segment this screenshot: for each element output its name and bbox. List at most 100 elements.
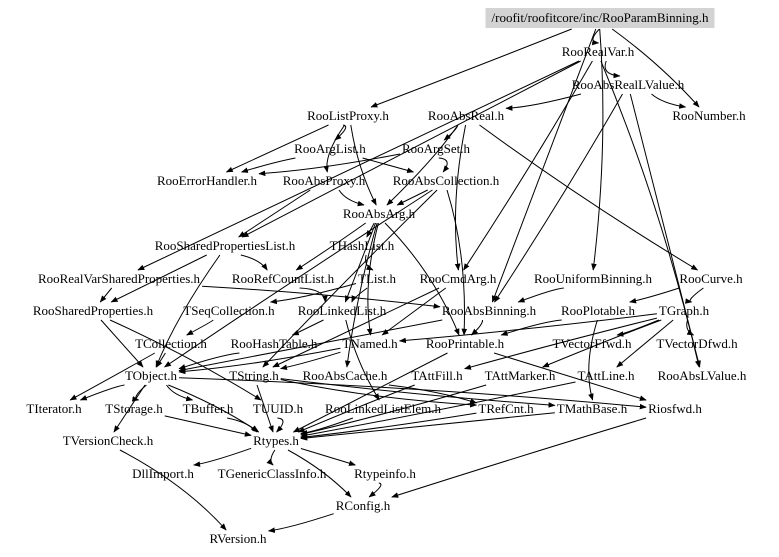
edge-TAttFill-to-Rtypes [297,384,415,433]
node-RooAbsLValue[interactable]: RooAbsLValue.h [657,368,747,383]
edge-RooLinkedListElem-to-Rtypes [300,417,354,436]
node-TString[interactable]: TString.h [229,368,279,383]
node-RooCmdArg[interactable]: RooCmdArg.h [419,271,497,286]
node-DllImport[interactable]: DllImport.h [132,466,194,481]
edge-TObject-to-TStorage [131,384,147,402]
edge-THashList-to-TList [365,254,374,271]
edge-Rtypes-to-Rtypeinfo [300,448,356,466]
node-TGraph[interactable]: TGraph.h [658,303,710,318]
node-Riosfwd[interactable]: Riosfwd.h [648,401,702,416]
edge-RooSharedPropertiesList-to-RooRefCountList [240,254,268,271]
node-TObject[interactable]: TObject.h [124,368,178,383]
edge-RooPlotable-to-TMathBase [588,319,598,401]
edge-TStorage-to-Rtypes [164,415,252,437]
edge-TGraph-to-TNamed [398,313,657,344]
edge-RooUniformBinning-to-RooAbsBinning [517,287,564,303]
edge-RooArgSet-to-RooErrorHandler [258,153,401,177]
node-TAttLine[interactable]: TAttLine.h [577,368,635,383]
edge-RooLinkedList-to-RooHashTable [291,319,324,336]
edge-RooRealVarSharedProperties-to-RooAbsBinning [202,285,441,309]
node-RooCurve[interactable]: RooCurve.h [679,271,743,286]
node-TList[interactable]: TList.h [358,271,396,286]
node-RooAbsArg[interactable]: RooAbsArg.h [342,206,416,221]
node-RooRealVar[interactable]: RooRealVar.h [561,44,635,59]
node-RooRefCountList[interactable]: RooRefCountList.h [231,271,335,286]
node-TAttMarker[interactable]: TAttMarker.h [484,368,556,383]
node-RooRealVarSharedProperties[interactable]: RooRealVarSharedProperties.h [37,271,201,286]
node-RConfig[interactable]: RConfig.h [335,498,391,513]
node-RooListProxy[interactable]: RooListProxy.h [307,108,389,123]
node-RooSharedPropertiesList[interactable]: RooSharedPropertiesList.h [154,238,296,253]
node-TCollection[interactable]: TCollection.h [135,336,207,351]
edge-RooCurve-to-TGraph [684,287,704,304]
edge-RooArgSet-to-RooAbsCollection [438,157,450,173]
edge-Rtypeinfo-to-RConfig [368,482,382,498]
node-RooHashTable[interactable]: RooHashTable.h [230,336,318,351]
edge-TString-to-TMathBase [280,378,556,408]
edge-RooRealVar-to-RooRealVarSharedProperties [137,60,580,271]
edge-RooAbsArg-to-RooAbsCache [344,222,378,368]
node-RooArgSet[interactable]: RooArgSet.h [401,141,471,156]
edge-RooAbsCache-to-TRefCnt [388,384,478,404]
edge-Rtypes-to-DllImport [193,447,252,467]
node-TAttFill[interactable]: TAttFill.h [411,368,463,383]
edge-RooAbsRealLValue-to-RooAbsBinning [494,93,623,303]
edge-TObject-to-TBuffer [166,384,194,402]
edge-RooAbsCollection-to-TObject [164,189,433,368]
edge-RooAbsArg-to-RooRefCountList [295,222,366,271]
node-RooLinkedList[interactable]: RooLinkedList.h [297,303,387,318]
node-Rtypeinfo[interactable]: Rtypeinfo.h [354,466,416,481]
node-RooArgList[interactable]: RooArgList.h [294,141,366,156]
edge-TObject-to-TVersionCheck [113,384,146,433]
edge-RooAbsRealLValue-to-RooAbsLValue [629,93,701,368]
edge-root-to-RooNumber [611,28,700,108]
edge-TList-to-RooLinkedList [351,287,368,303]
node-RooAbsProxy[interactable]: RooAbsProxy.h [282,173,366,188]
node-TBuffer[interactable]: TBuffer.h [182,401,234,416]
edge-RooCmdArg-to-TNamed [381,287,447,336]
edge-RooAbsRealLValue-to-RooAbsReal [505,93,582,111]
edge-TNamed-to-TObject [178,347,341,375]
node-RooPrintable[interactable]: RooPrintable.h [425,336,505,351]
node-RooPlotable[interactable]: RooPlotable.h [560,303,636,318]
node-Rtypes[interactable]: Rtypes.h [253,433,299,448]
node-RooAbsBinning[interactable]: RooAbsBinning.h [441,303,537,318]
node-RooAbsReal[interactable]: RooAbsReal.h [427,108,505,123]
edge-TGraph-to-TVectorFfwd [616,319,660,337]
node-TUUID[interactable]: TUUID.h [252,401,304,416]
edge-RooPrintable-to-Rtypes [292,352,448,433]
node-TNamed[interactable]: TNamed.h [342,336,398,351]
edge-RConfig-to-RVersion [267,513,334,533]
node-TVersionCheck[interactable]: TVersionCheck.h [62,433,154,448]
node-RVersion[interactable]: RVersion.h [209,531,267,546]
node-TVectorFfwd[interactable]: TVectorFfwd.h [552,336,632,351]
node-RooLinkedListElem[interactable]: RooLinkedListElem.h [325,401,441,416]
edge-TList-to-TSeqCollection [269,283,357,305]
edge-RooSharedPropertiesList-to-RooSharedProperties [110,254,207,303]
node-THashList[interactable]: THashList.h [329,238,395,253]
node-TVectorDfwd[interactable]: TVectorDfwd.h [656,336,738,351]
node-root[interactable]: /roofit/roofitcore/inc/RooParamBinning.h [485,8,715,28]
edge-RooAbsArg-to-THashList [366,222,375,238]
node-RooNumber[interactable]: RooNumber.h [672,108,746,123]
edge-RooSharedProperties-to-TUUID [109,319,262,401]
node-RooErrorHandler[interactable]: RooErrorHandler.h [156,173,258,188]
edge-TAttMarker-to-Rtypes [300,384,487,436]
node-TIterator[interactable]: TIterator.h [26,401,82,416]
edge-TGraph-to-TAttFill [464,317,658,370]
node-TRefCnt[interactable]: TRefCnt.h [478,401,534,416]
edge-TRefCnt-to-Rtypes [300,412,477,440]
node-TMathBase[interactable]: TMathBase.h [556,401,628,416]
node-RooAbsRealLValue[interactable]: RooAbsRealLValue.h [571,77,685,92]
edge-RooAbsCollection-to-RooPrintable [446,189,468,336]
edge-TGraph-to-TVectorDfwd [686,319,695,336]
node-TStorage[interactable]: TStorage.h [105,401,163,416]
node-RooUniformBinning[interactable]: RooUniformBinning.h [533,271,653,286]
node-TSeqCollection[interactable]: TSeqCollection.h [183,303,275,318]
node-RooAbsCollection[interactable]: RooAbsCollection.h [392,173,500,188]
node-TGenericClassInfo[interactable]: TGenericClassInfo.h [217,466,327,481]
node-RooSharedProperties[interactable]: RooSharedProperties.h [32,303,154,318]
edge-RooSharedProperties-to-TObject [100,319,144,368]
node-RooAbsCache[interactable]: RooAbsCache.h [302,368,388,383]
